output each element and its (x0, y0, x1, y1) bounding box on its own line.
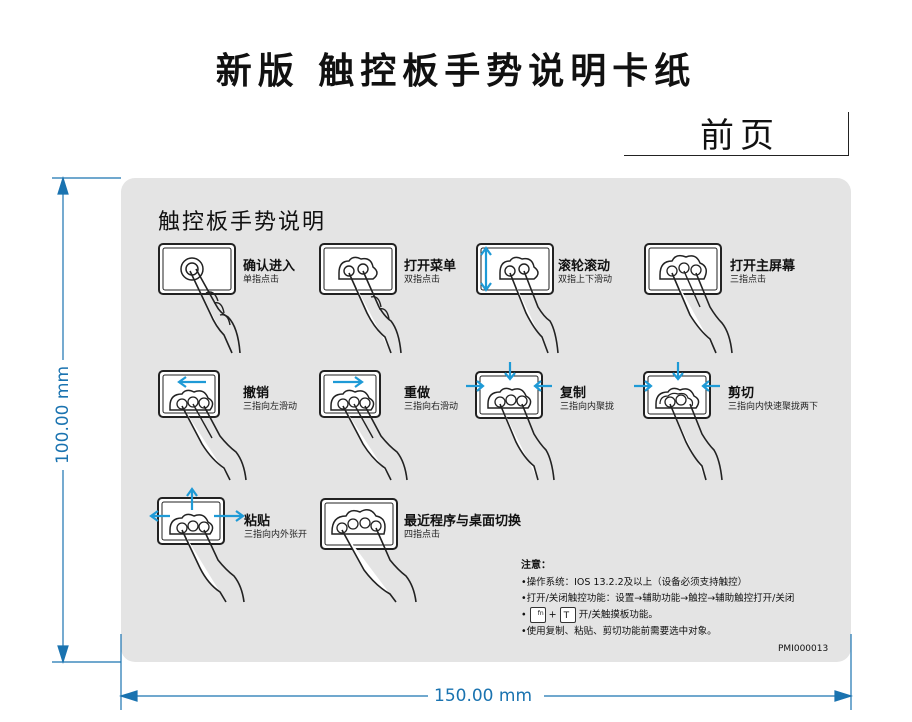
height-dimension-label: 100.00 mm (53, 365, 73, 465)
height-dimension-line (52, 175, 121, 665)
note-os: •操作系统：IOS 13.2.2及以上（设备必须支持触控） (521, 577, 748, 588)
gesture-desc: 三指点击 (730, 275, 767, 285)
note-keys: • fn + T 开/关触摸板功能。 (521, 607, 841, 624)
spread-icon (149, 487, 245, 603)
note-keys-text: 开/关触摸板功能。 (578, 609, 658, 621)
width-dimension-line (118, 634, 854, 710)
swipe-right-icon (319, 370, 408, 481)
card-title: 触控板手势说明 (158, 210, 327, 235)
gesture-desc: 单指点击 (243, 275, 280, 285)
gesture-desc: 双指上下滑动 (558, 275, 613, 285)
swipe-left-icon (158, 370, 247, 481)
single-tap-icon (158, 243, 241, 354)
gesture-name: 滚轮滚动 (558, 259, 611, 274)
double-pinch-icon (634, 362, 723, 481)
width-dimension-label: 150.00 mm (434, 686, 533, 706)
note-select-first: •使用复制、粘贴、剪切功能前需要选中对象。 (521, 625, 717, 637)
plus-sign: + (548, 609, 557, 621)
fn-key-icon: fn (529, 607, 546, 623)
gesture-name: 打开主屏幕 (730, 259, 796, 274)
front-label: 前页 (700, 116, 780, 156)
t-key-icon: T (559, 607, 576, 623)
gesture-desc: 双指点击 (404, 275, 441, 285)
gesture-tile-menu: 打开菜单 双指点击 (319, 243, 469, 354)
gesture-name: 粘贴 (244, 514, 271, 529)
note-toggle-touch: •打开/关闭触控功能：设置→辅助功能→触控→辅助触控打开/关闭 (521, 593, 795, 604)
notes-title: 注意： (521, 560, 551, 571)
three-finger-tap-icon (644, 243, 733, 354)
gesture-desc: 四指点击 (404, 530, 441, 540)
gesture-name: 剪切 (728, 386, 755, 401)
gesture-desc: 三指向内外张开 (244, 530, 308, 540)
part-number: PMI000013 (778, 644, 829, 654)
gesture-name: 最近程序与桌面切换 (404, 514, 522, 529)
two-finger-scroll-icon (476, 243, 559, 354)
gesture-tile-home: 打开主屏幕 三指点击 (644, 243, 814, 354)
gesture-name: 撤销 (243, 386, 270, 401)
gesture-tile-copy: 复制 三指向内聚拢 (466, 362, 636, 481)
gesture-desc: 三指向内聚拢 (560, 402, 615, 412)
two-finger-tap-icon (319, 243, 402, 354)
front-label-underline (624, 155, 848, 156)
gesture-tile-scroll: 滚轮滚动 双指上下滑动 (476, 243, 636, 354)
gesture-desc: 三指向右滑动 (404, 402, 459, 412)
page-title: 新版 触控板手势说明卡纸 (215, 51, 697, 92)
gesture-name: 重做 (404, 386, 431, 401)
gesture-desc: 三指向左滑动 (243, 402, 298, 412)
gesture-tile-confirm: 确认进入 单指点击 (158, 243, 308, 354)
gesture-tile-undo: 撤销 三指向左滑动 (158, 370, 318, 481)
notes-section: 注意： •操作系统：IOS 13.2.2及以上（设备必须支持触控） •打开/关闭… (521, 556, 841, 640)
pinch-in-icon (466, 362, 555, 481)
gesture-tile-paste: 粘贴 三指向内外张开 (149, 487, 320, 603)
gesture-desc: 三指向内快速聚拢两下 (728, 402, 819, 412)
gesture-name: 复制 (560, 386, 587, 401)
gesture-tile-redo: 重做 三指向右滑动 (319, 370, 479, 481)
gesture-name: 确认进入 (243, 259, 296, 274)
gesture-name: 打开菜单 (404, 259, 457, 274)
front-label-vertical-line (848, 112, 849, 156)
gesture-tile-cut: 剪切 三指向内快速聚拢两下 (634, 362, 844, 481)
gesture-tile-app-switch: 最近程序与桌面切换 四指点击 (320, 498, 540, 603)
four-finger-tap-icon (320, 498, 417, 603)
